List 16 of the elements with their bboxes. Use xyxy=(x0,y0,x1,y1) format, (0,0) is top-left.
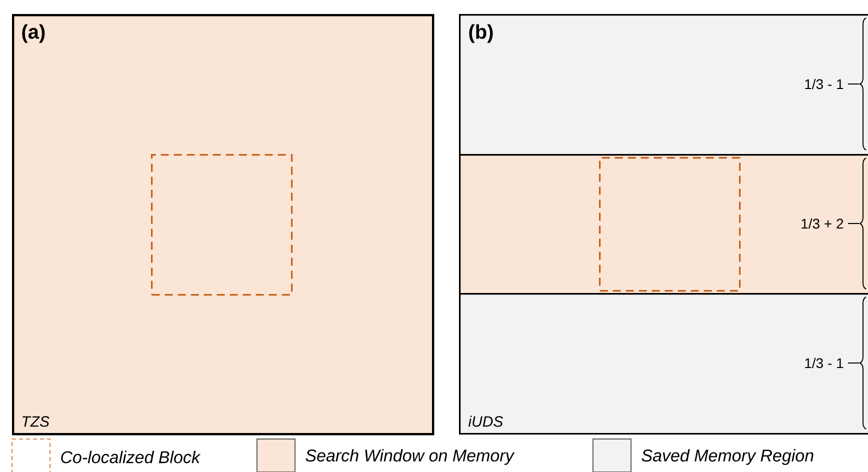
legend-text: Search Window on Memory xyxy=(306,449,515,465)
dimension-label: 1/3 - 1 xyxy=(805,78,844,90)
legend-text: Co-localized Block xyxy=(61,450,201,464)
dimension-label: 1/3 + 2 xyxy=(802,218,844,229)
memory-row xyxy=(459,293,868,435)
dashed-block xyxy=(151,154,293,296)
dashed-block xyxy=(599,157,741,292)
panel-label: (b) xyxy=(469,24,493,43)
dimension-label: 1/3 - 1 xyxy=(805,358,844,368)
method-label: iUDS xyxy=(468,416,504,427)
method-label: TZS xyxy=(22,416,50,427)
legend-text: Saved Memory Region xyxy=(642,449,814,465)
panel-label: (a) xyxy=(22,24,45,43)
memory-row xyxy=(459,154,868,295)
memory-row xyxy=(459,14,868,156)
panel-frame xyxy=(12,14,434,436)
